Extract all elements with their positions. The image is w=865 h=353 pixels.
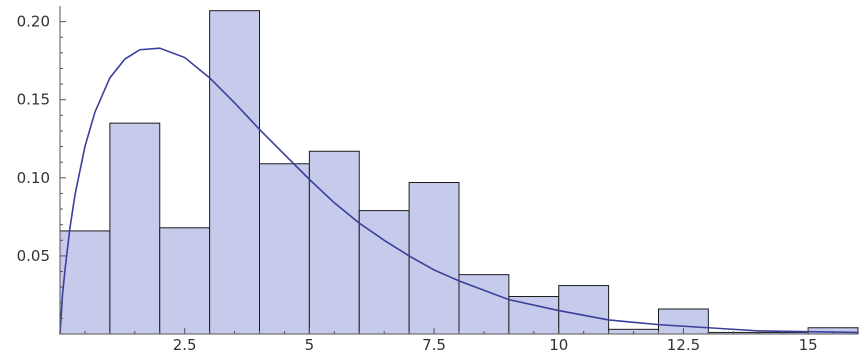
histogram-bar-10 (508, 296, 560, 335)
x-tick-label: 2.5 (173, 336, 197, 353)
x-tick-label: 10 (549, 336, 568, 353)
x-tick-label: 7.5 (422, 336, 446, 353)
histogram-bar-6 (308, 150, 360, 335)
histogram-bar-2 (109, 122, 161, 335)
x-tick-label: 12.5 (667, 336, 700, 353)
histogram-bar-7 (358, 210, 410, 335)
histogram-bar-8 (408, 181, 460, 335)
histogram-bars (59, 10, 859, 335)
x-axis-ticks: 2.5 5 7.5 10 12.5 15 (84, 328, 834, 353)
histogram-bar-11 (558, 285, 610, 335)
density-curve (59, 47, 859, 335)
y-tick-label: 0.15 (17, 91, 50, 109)
y-axis-ticks: 0.05 0.10 0.15 0.20 (17, 13, 66, 319)
histogram-bar-5 (259, 163, 310, 335)
x-tick-label: 15 (799, 336, 818, 353)
histogram-bar-4 (209, 10, 260, 335)
y-tick-label: 0.05 (17, 247, 50, 265)
x-tick-label: 5 (305, 336, 315, 353)
y-tick-label: 0.20 (17, 13, 50, 31)
y-tick-label: 0.10 (17, 169, 50, 187)
histogram-bar-3 (159, 227, 211, 335)
